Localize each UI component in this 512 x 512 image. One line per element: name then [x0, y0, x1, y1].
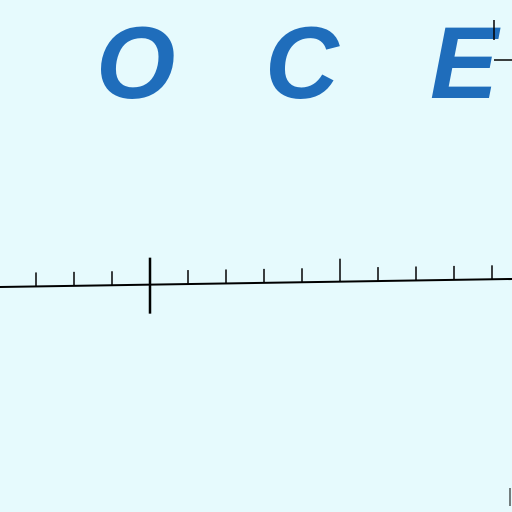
letter-e: E: [430, 6, 501, 120]
letter-o: O: [96, 6, 175, 120]
number-line: [0, 257, 512, 314]
number-line-axis: [0, 278, 512, 288]
letter-c: C: [265, 6, 340, 120]
